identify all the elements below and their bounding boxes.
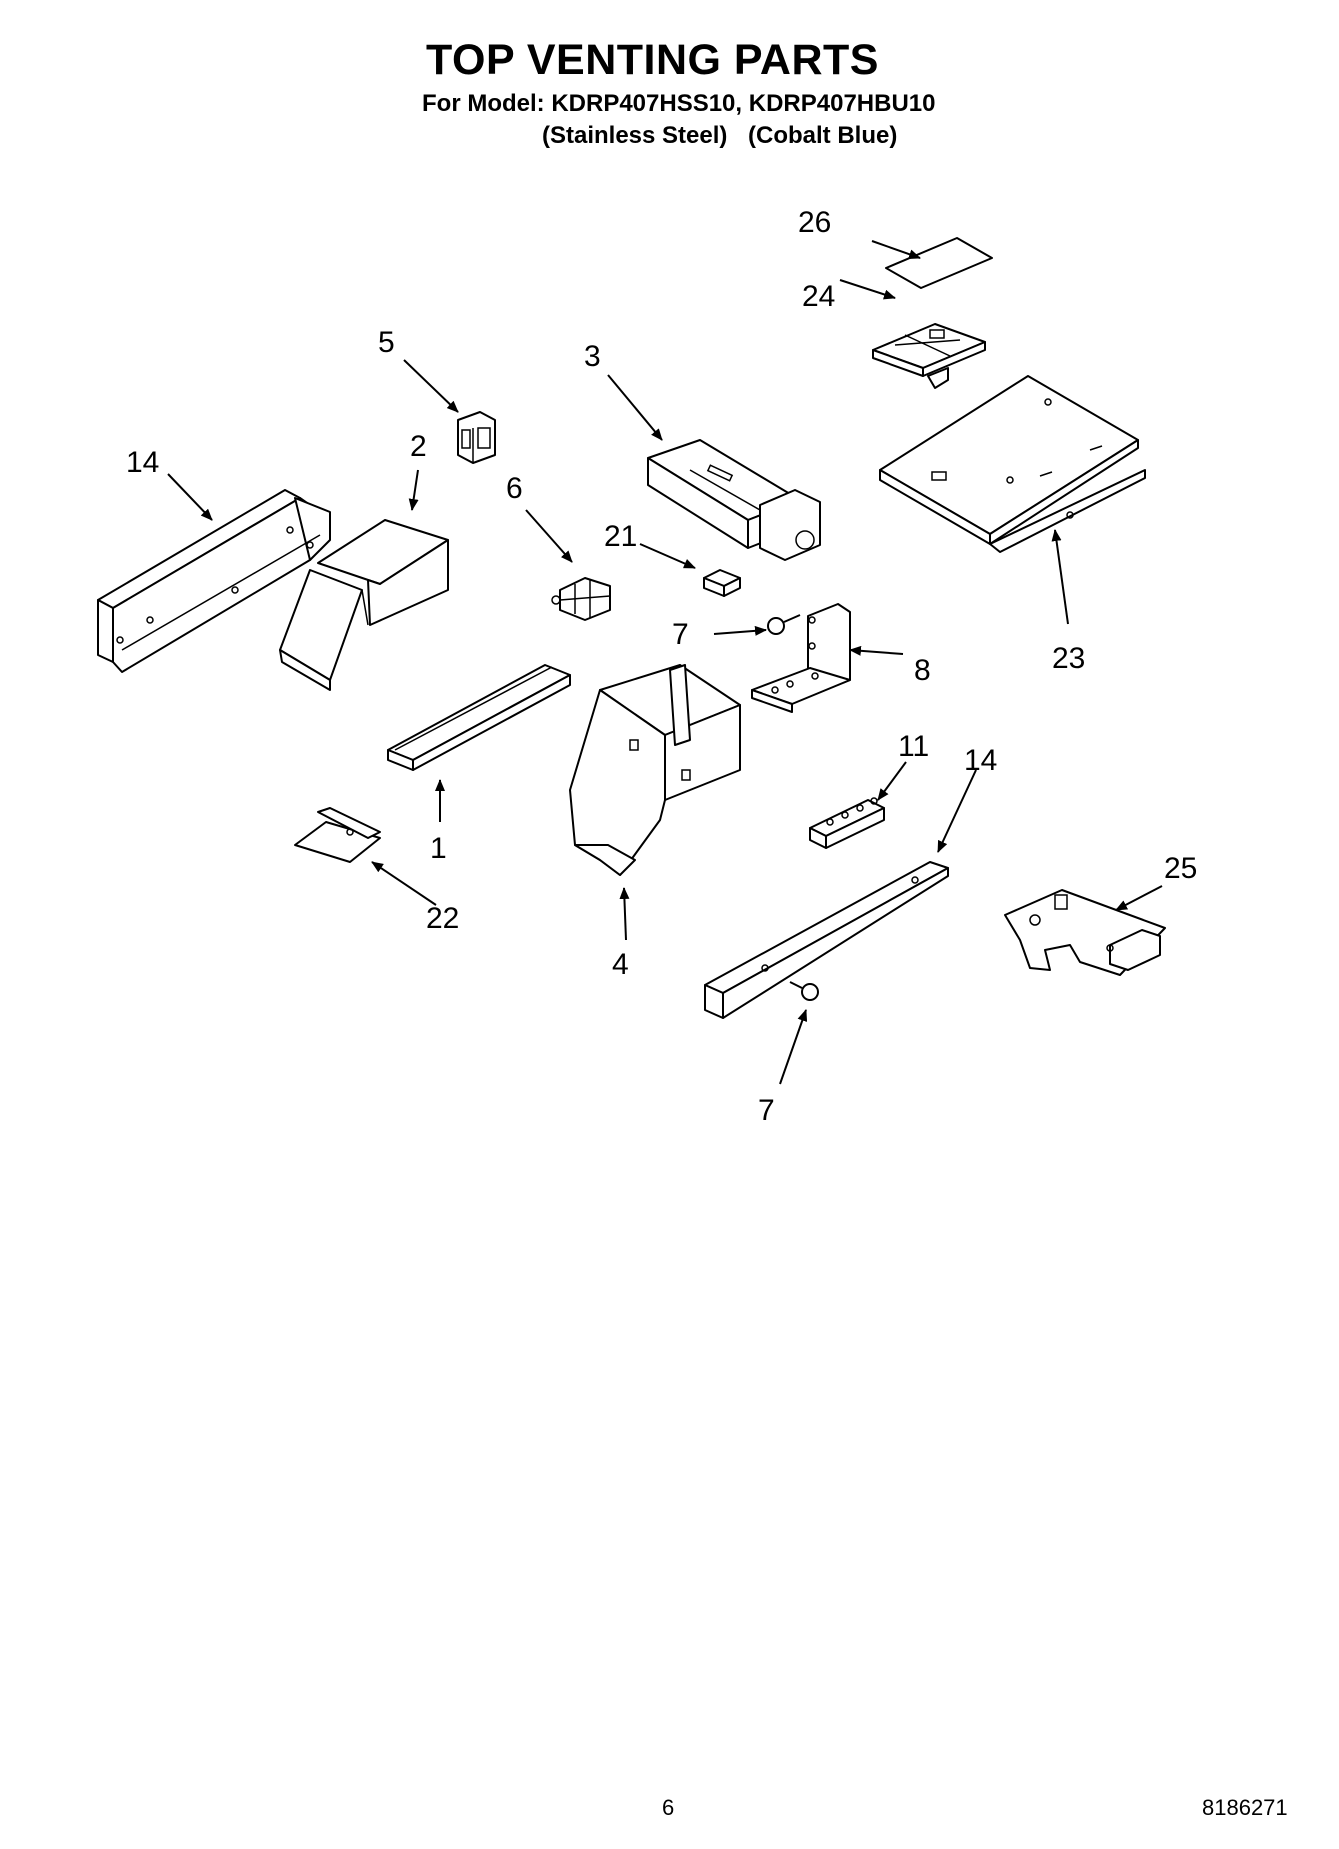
leader-lines: [167, 240, 1163, 1085]
callout-11: 11: [898, 730, 929, 763]
leader-14-right: [937, 769, 977, 853]
leader-23: [1051, 529, 1069, 625]
callout-23: 23: [1052, 642, 1085, 675]
leader-25: [1115, 885, 1163, 911]
callout-2: 2: [410, 430, 427, 463]
leader-24: [839, 279, 896, 300]
part-2-vent-duct: [279, 519, 449, 691]
part-21-block: [703, 569, 741, 597]
callout-labels: 26 24 5 3 2 14 6 21 7 8 23 11 14 25 1 22…: [126, 206, 1197, 1127]
leader-21: [639, 543, 696, 569]
leader-3: [607, 374, 663, 441]
page-number: 6: [662, 1795, 675, 1820]
callout-4: 4: [612, 948, 629, 981]
page-title: TOP VENTING PARTS: [426, 36, 879, 84]
variant-cobalt: (Cobalt Blue): [748, 122, 898, 149]
callout-7-upper: 7: [672, 618, 689, 651]
callout-5: 5: [378, 326, 395, 359]
leader-4: [619, 887, 630, 941]
leader-2: [408, 469, 419, 511]
model-subtitle: For Model: KDRP407HSS10, KDRP407HBU10: [422, 90, 936, 117]
callout-14-right: 14: [964, 744, 997, 777]
callout-26: 26: [798, 206, 831, 239]
leader-22: [371, 861, 437, 906]
callout-8: 8: [914, 654, 931, 687]
part-23-top-panel: [879, 375, 1146, 553]
part-4-shroud: [569, 664, 741, 876]
variant-stainless: (Stainless Steel): [542, 122, 728, 149]
part-14-left-rail: [97, 489, 331, 673]
leader-7-lower: [779, 1009, 808, 1085]
part-26-label: [885, 237, 993, 289]
leader-11: [877, 761, 907, 801]
leader-26: [871, 240, 921, 260]
document-number: 8186271: [1202, 1795, 1288, 1820]
callout-6: 6: [506, 472, 523, 505]
callout-25: 25: [1164, 852, 1197, 885]
part-1-channel: [387, 664, 571, 771]
callout-1: 1: [430, 832, 447, 865]
part-7-screw-upper: [767, 614, 801, 635]
part-11-terminal-block: [809, 797, 885, 849]
leader-7-upper: [713, 625, 767, 636]
part-7-screw-lower: [789, 981, 819, 1001]
callout-14-left: 14: [126, 446, 159, 479]
leader-8: [849, 645, 904, 656]
part-6-transformer: [551, 577, 611, 621]
callout-24: 24: [802, 280, 835, 313]
callout-3: 3: [584, 340, 601, 373]
part-22-flap: [294, 807, 381, 863]
callout-21: 21: [604, 520, 637, 553]
callout-7-lower: 7: [758, 1094, 775, 1127]
part-5-switch: [457, 411, 496, 464]
leader-6: [525, 509, 573, 563]
part-8-bracket: [751, 603, 851, 713]
part-3-blower-assembly: [647, 439, 821, 561]
part-25-plate: [1004, 889, 1166, 976]
leader-5: [403, 359, 459, 413]
callout-22: 22: [426, 902, 459, 935]
leader-14-left: [167, 473, 213, 521]
part-24-bracket: [872, 323, 986, 389]
part-14-right-rail: [704, 861, 949, 1019]
